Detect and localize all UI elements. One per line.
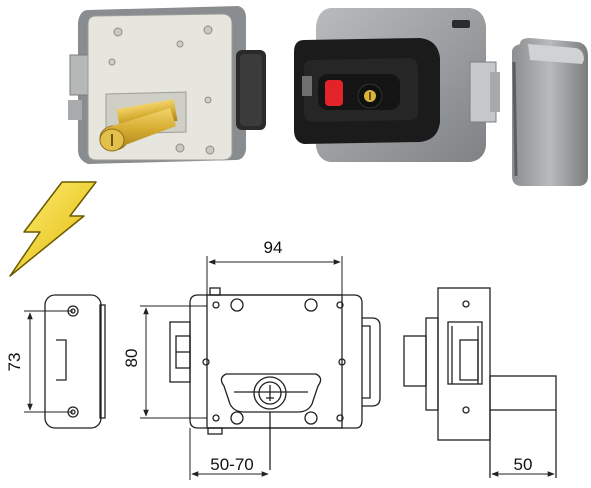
- lock-side-drawing: [403, 287, 557, 478]
- lock-back-photo: [68, 6, 266, 164]
- lightning-bolt-icon: [9, 181, 97, 277]
- dim-73-label: 73: [5, 353, 24, 372]
- dim-50-70-label: 50-70: [210, 455, 253, 474]
- lock-front-photo: [294, 8, 500, 162]
- dim-50-label: 50: [514, 455, 533, 474]
- dim-80: [140, 305, 207, 419]
- dim-94-label: 94: [264, 238, 283, 257]
- dim-50-70: [189, 428, 269, 480]
- dim-94: [206, 256, 343, 295]
- lock-body-drawing: [169, 287, 381, 470]
- dim-73: [24, 310, 73, 413]
- keeper-photo: [512, 38, 588, 186]
- dim-80-label: 80: [122, 349, 141, 368]
- strike-plate-drawing: [44, 294, 106, 429]
